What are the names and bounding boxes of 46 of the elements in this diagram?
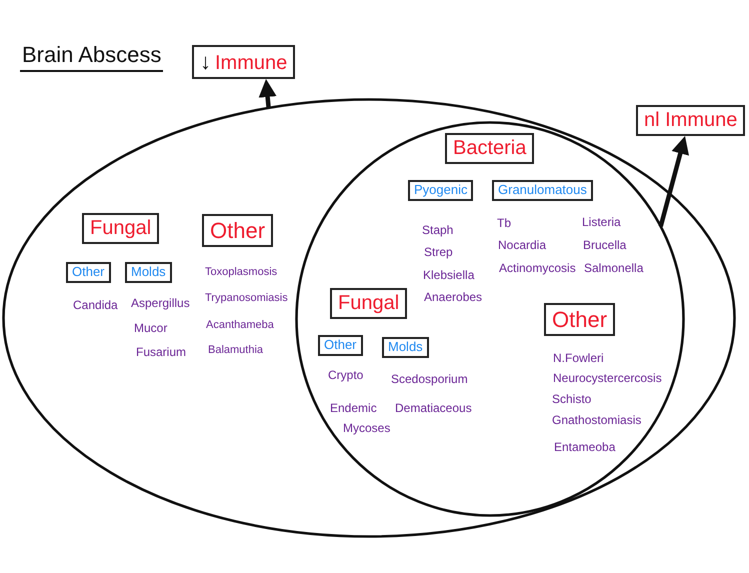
pathogen-name: Acanthameba (206, 319, 274, 332)
pathogen-name: Schisto (552, 392, 592, 406)
pathogen-name: Actinomycosis (499, 261, 576, 276)
pathogen-name: Brucella (583, 238, 626, 252)
venn-ellipse (2, 98, 736, 538)
arrow (658, 135, 690, 227)
subcategory-box: Other (66, 262, 111, 283)
pathogen-name: Salmonella (584, 261, 644, 276)
pathogen-name: Trypanosomiasis (205, 292, 288, 306)
pathogen-name: Scedosporium (391, 372, 468, 386)
pathogen-name: Nocardia (498, 238, 546, 252)
immune-status-box (192, 45, 296, 79)
category-box: Bacteria (445, 133, 534, 164)
subcategory-box: Molds (125, 262, 172, 283)
arrow (258, 78, 277, 108)
pathogen-name: Staph (422, 223, 454, 238)
pathogen-name: Fusarium (136, 345, 186, 360)
pathogen-name: Klebsiella (423, 268, 474, 282)
category-box: Other (544, 303, 616, 336)
pathogen-name: Aspergillus (131, 296, 190, 310)
pathogen-name: N.Fowleri (553, 351, 604, 366)
status-label: Immune (215, 52, 288, 74)
subcategory-box: Other (318, 335, 363, 356)
pathogen-name: Tb (497, 216, 512, 230)
pathogen-name: Anaerobes (424, 290, 482, 304)
category-box: Other (202, 214, 274, 248)
pathogen-name: Toxoplasmosis (205, 266, 278, 280)
subcategory-box: Pyogenic (408, 180, 474, 201)
down-arrow-glyph: ↓ (200, 49, 211, 74)
pathogen-name: Dematiaceous (395, 401, 472, 416)
subcategory-box: Molds (382, 337, 429, 358)
pathogen-name: Listeria (582, 215, 621, 230)
pathogen-name: Balamuthia (208, 344, 264, 358)
pathogen-name: Neurocystercercosis (553, 371, 662, 386)
pathogen-name: Mucor (134, 321, 168, 336)
immune-status-box: nl Immune (636, 105, 746, 136)
pathogen-name: Endemic Mycoses (330, 400, 392, 437)
pathogen-name: Entameoba (554, 440, 616, 454)
pathogen-name: Strep (424, 245, 453, 260)
pathogen-name: Candida (73, 298, 118, 312)
diagram-title: Brain Abscess (20, 42, 164, 72)
pathogen-name: Crypto (328, 368, 364, 382)
category-box: Fungal (82, 213, 160, 244)
pathogen-name: Gnathostomiasis (552, 413, 642, 428)
category-box: Fungal (330, 288, 408, 319)
subcategory-box: Granulomatous (492, 180, 593, 201)
